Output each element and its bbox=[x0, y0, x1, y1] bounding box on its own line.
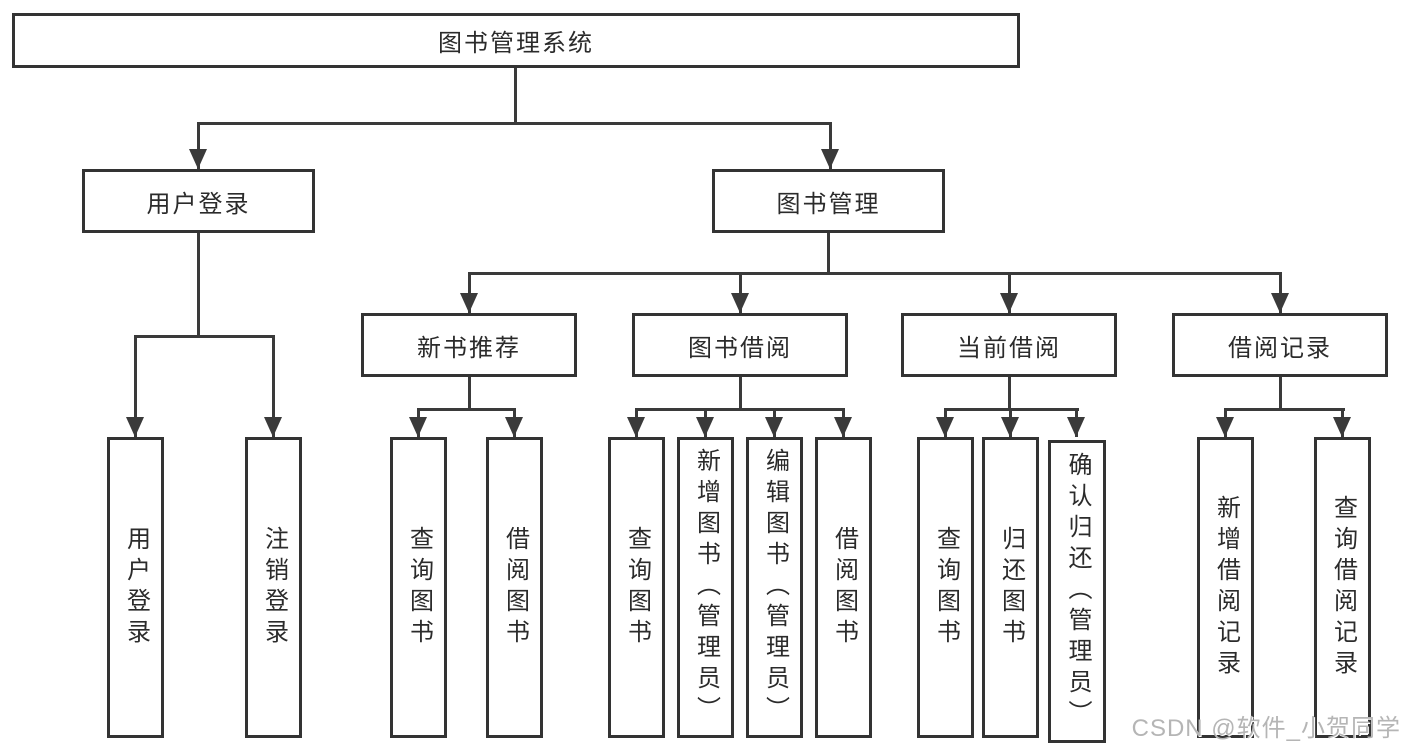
arrow-down-icon bbox=[1067, 417, 1085, 437]
leaf-query-borrow-record: 查询借阅记录 bbox=[1314, 437, 1371, 738]
leaf-query-books-recommend: 查询图书 bbox=[390, 437, 447, 738]
connector-line bbox=[827, 233, 830, 272]
node-root: 图书管理系统 bbox=[12, 13, 1020, 68]
connector-line bbox=[1008, 272, 1011, 313]
arrow-down-icon bbox=[189, 149, 207, 169]
connector-line bbox=[197, 233, 200, 335]
arrow-down-icon bbox=[1216, 417, 1234, 437]
leaf-user-login: 用户登录 bbox=[107, 437, 164, 738]
arrow-down-icon bbox=[731, 293, 749, 313]
connector-line bbox=[272, 335, 275, 437]
arrow-down-icon bbox=[696, 417, 714, 437]
leaf-query-books-current: 查询图书 bbox=[917, 437, 974, 738]
connector-line bbox=[1279, 377, 1282, 408]
watermark: CSDN @软件_小贺同学 bbox=[1131, 715, 1401, 742]
arrow-down-icon bbox=[409, 417, 427, 437]
arrow-down-icon bbox=[505, 417, 523, 437]
connector-line bbox=[468, 272, 471, 313]
connector-line bbox=[134, 335, 137, 437]
leaf-confirm-return-admin: 确认归还（管理员） bbox=[1048, 440, 1106, 743]
arrow-down-icon bbox=[627, 417, 645, 437]
arrow-down-icon bbox=[821, 149, 839, 169]
leaf-borrow-books-recommend: 借阅图书 bbox=[486, 437, 543, 738]
node-current-borrowing: 当前借阅 bbox=[901, 313, 1117, 377]
node-user-login: 用户登录 bbox=[82, 169, 315, 233]
node-book-borrowing: 图书借阅 bbox=[632, 313, 848, 377]
connector-line bbox=[197, 122, 200, 169]
connector-line bbox=[197, 122, 832, 125]
arrow-down-icon bbox=[1333, 417, 1351, 437]
leaf-borrow-books-borrowing: 借阅图书 bbox=[815, 437, 872, 738]
arrow-down-icon bbox=[936, 417, 954, 437]
connector-line bbox=[829, 122, 832, 169]
leaf-add-borrow-record: 新增借阅记录 bbox=[1197, 437, 1254, 738]
connector-line bbox=[635, 408, 845, 411]
arrow-down-icon bbox=[126, 417, 144, 437]
leaf-edit-books-admin: 编辑图书（管理员） bbox=[746, 437, 803, 738]
connector-line bbox=[468, 377, 471, 408]
leaf-return-books: 归还图书 bbox=[982, 437, 1039, 738]
connector-line bbox=[468, 272, 1282, 275]
arrow-down-icon bbox=[1271, 293, 1289, 313]
arrow-down-icon bbox=[1001, 417, 1019, 437]
arrow-down-icon bbox=[1000, 293, 1018, 313]
arrow-down-icon bbox=[264, 417, 282, 437]
node-borrowing-records: 借阅记录 bbox=[1172, 313, 1388, 377]
connector-line bbox=[739, 377, 742, 408]
connector-line bbox=[514, 68, 517, 122]
connector-line bbox=[417, 408, 516, 411]
node-new-book-recommendation: 新书推荐 bbox=[361, 313, 577, 377]
leaf-logout-login: 注销登录 bbox=[245, 437, 302, 738]
arrow-down-icon bbox=[765, 417, 783, 437]
connector-line bbox=[1279, 272, 1282, 313]
arrow-down-icon bbox=[834, 417, 852, 437]
leaf-query-books-borrowing: 查询图书 bbox=[608, 437, 665, 738]
connector-line bbox=[1224, 408, 1345, 411]
connector-line bbox=[1008, 377, 1011, 408]
arrow-down-icon bbox=[460, 293, 478, 313]
leaf-add-books-admin: 新增图书（管理员） bbox=[677, 437, 734, 738]
connector-line bbox=[739, 272, 742, 313]
node-book-management: 图书管理 bbox=[712, 169, 945, 233]
connector-line bbox=[134, 335, 275, 338]
